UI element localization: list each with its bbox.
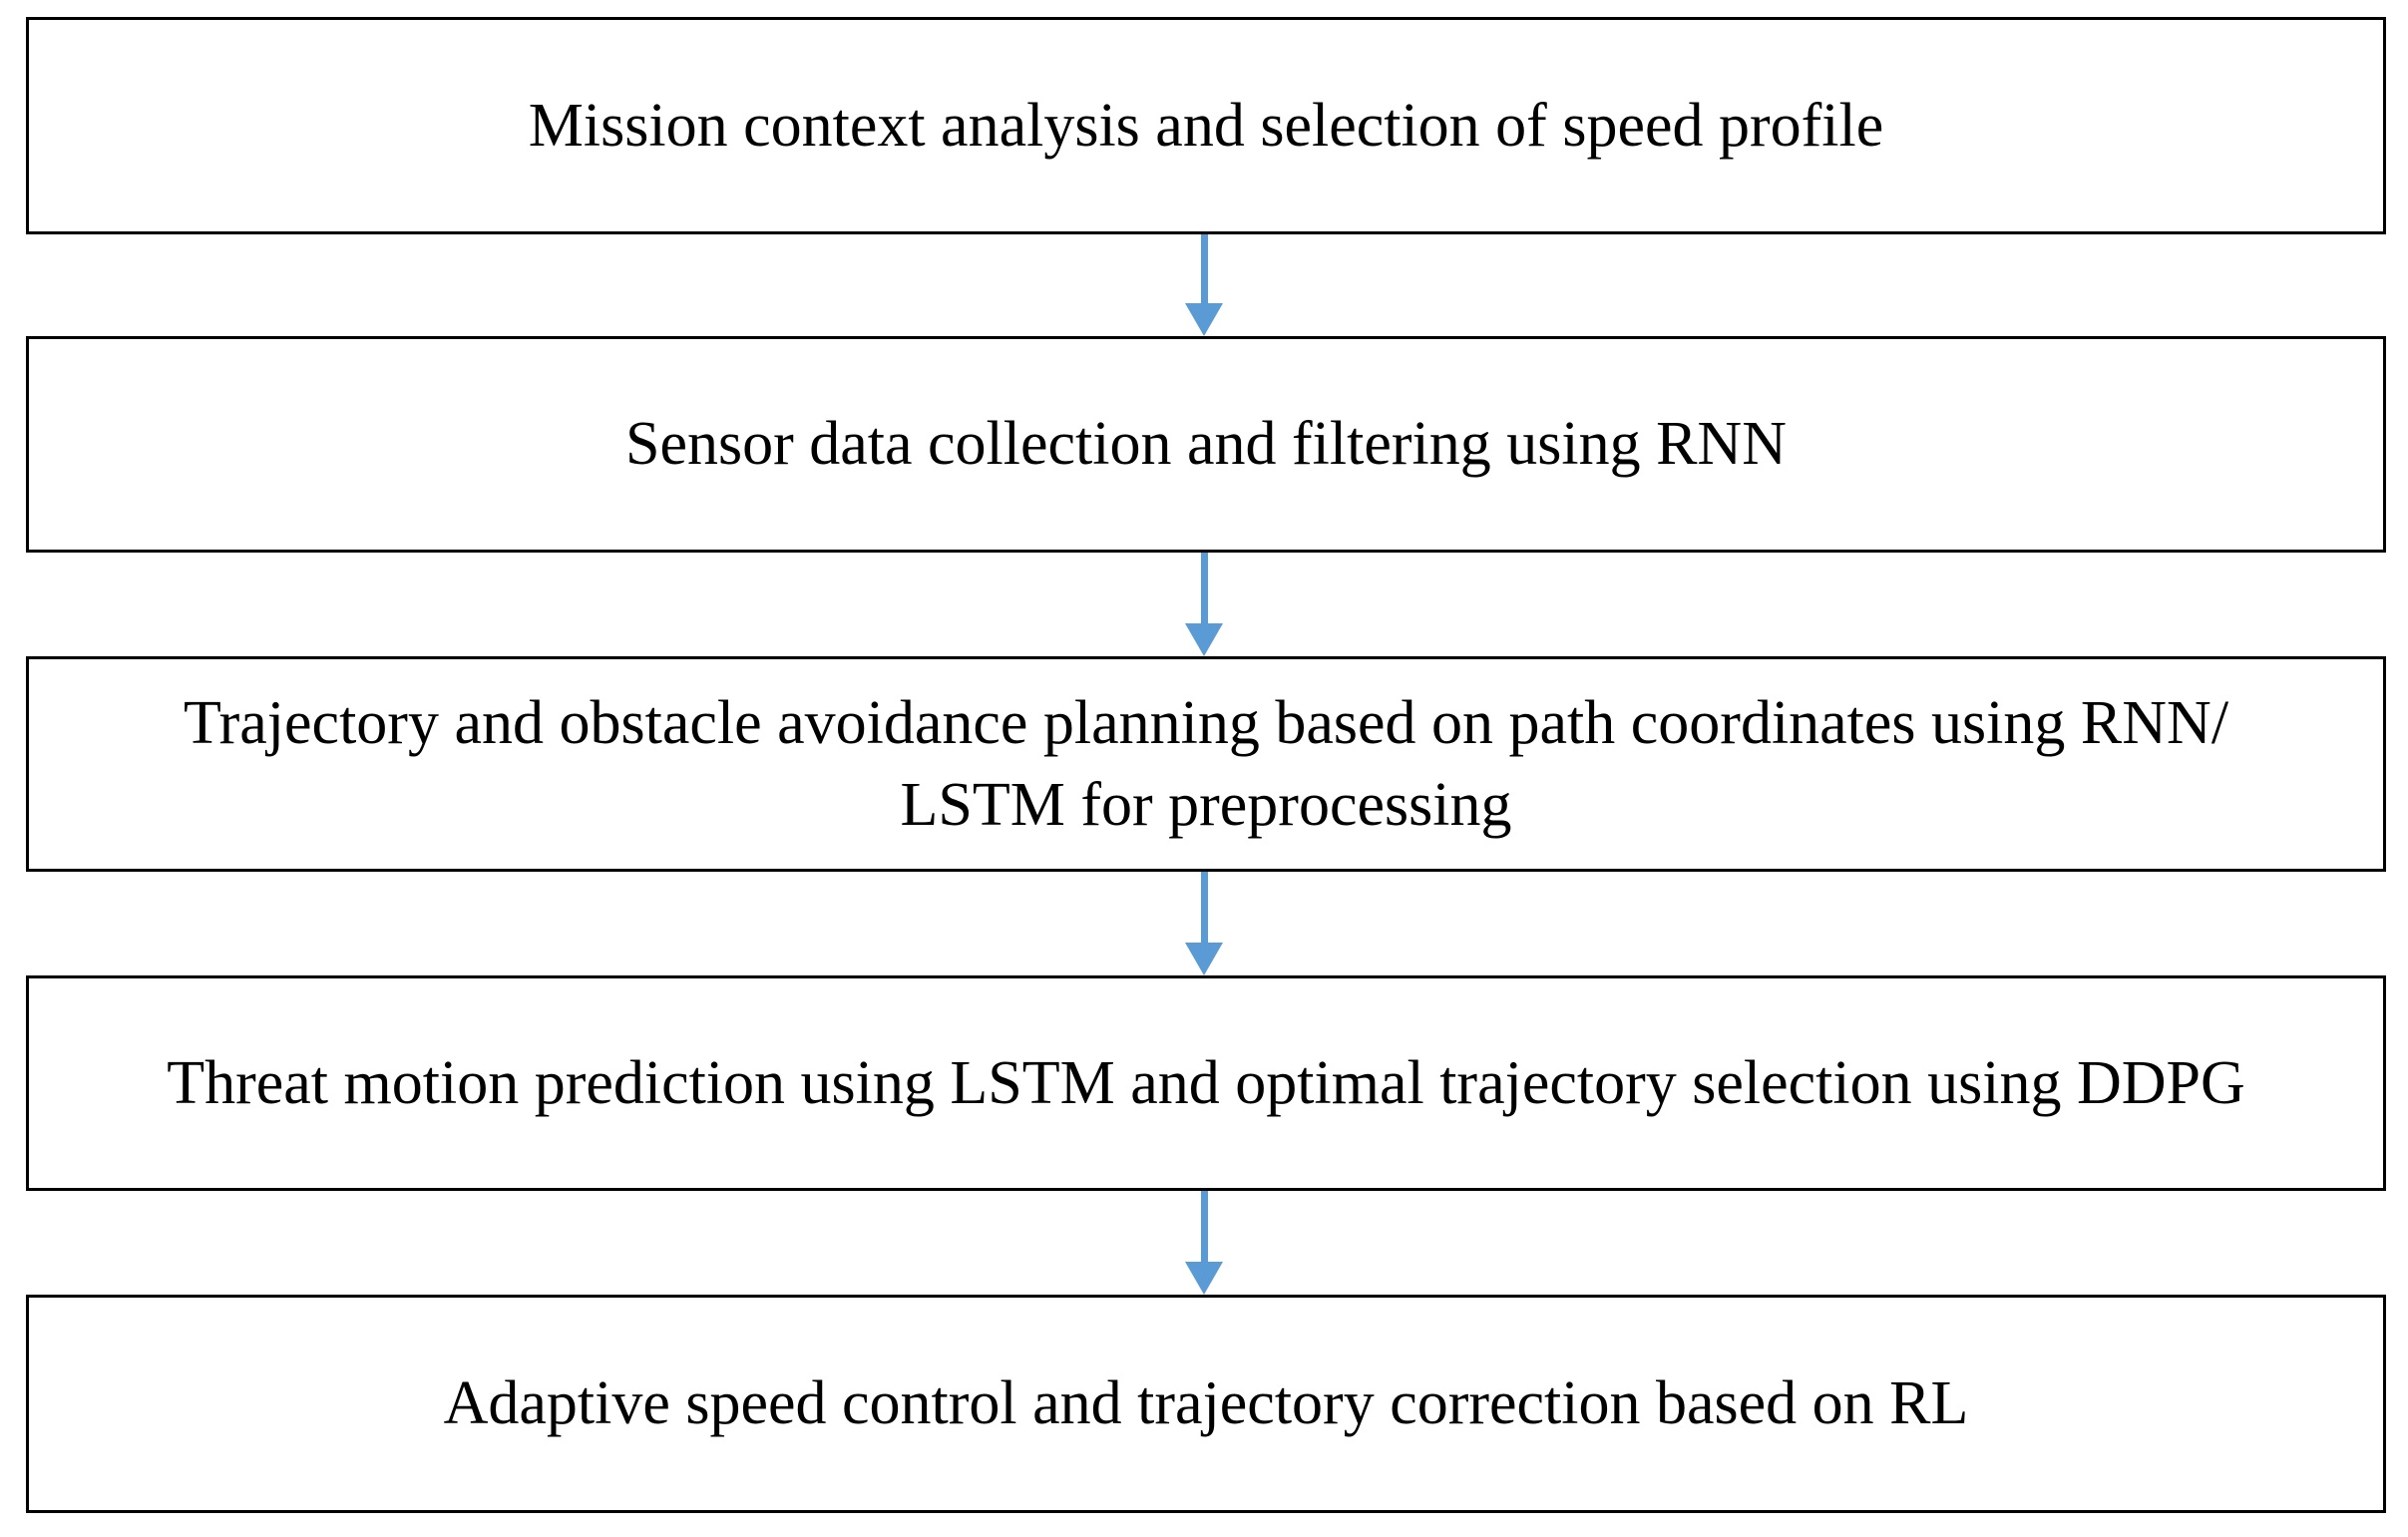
flow-step-sensor-data-label: Sensor data collection and filtering usi… [625,410,1787,479]
arrow-head [1185,943,1223,975]
arrow-head [1185,1262,1223,1295]
arrow-shaft [1200,1191,1208,1262]
flow-step-adaptive-speed-control-label: Adaptive speed control and trajectory co… [443,1369,1969,1438]
arrow-shaft [1200,553,1208,623]
flow-step-threat-prediction: Threat motion prediction using LSTM and … [26,975,2386,1191]
arrow-down-icon [1185,553,1223,656]
flow-step-mission-context-label: Mission context analysis and selection o… [528,91,1884,160]
arrow-down-icon [1185,234,1223,336]
flow-step-trajectory-planning-label: Trajectory and obstacle avoidance planni… [183,688,2229,839]
flow-step-trajectory-planning: Trajectory and obstacle avoidance planni… [26,656,2386,872]
flow-step-adaptive-speed-control: Adaptive speed control and trajectory co… [26,1295,2386,1513]
arrow-shaft [1200,872,1208,943]
flow-step-mission-context: Mission context analysis and selection o… [26,17,2386,234]
arrow-down-icon [1185,1191,1223,1295]
arrow-down-icon [1185,872,1223,975]
arrow-head [1185,623,1223,656]
flow-step-sensor-data: Sensor data collection and filtering usi… [26,336,2386,553]
arrow-shaft [1200,234,1208,303]
flow-step-threat-prediction-label: Threat motion prediction using LSTM and … [167,1048,2245,1117]
arrow-head [1185,303,1223,336]
